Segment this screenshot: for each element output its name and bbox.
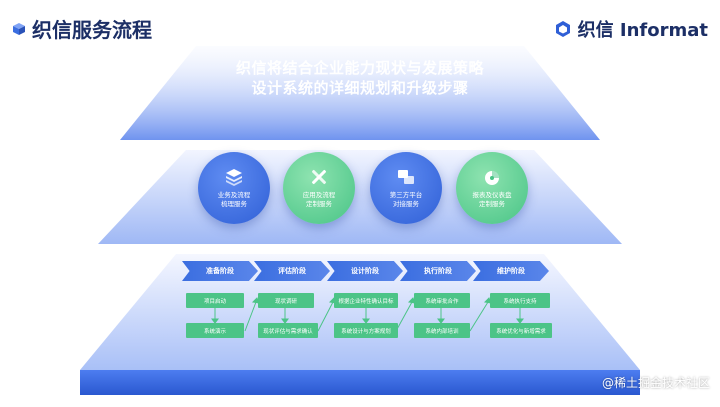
step-execution-support: 系统执行支持 (490, 293, 550, 308)
service-label: 定制服务 (479, 200, 505, 208)
service-third-party: 第三方平台 对接服务 (370, 152, 442, 224)
headline-line2: 设计系统的详细规划和升级步骤 (251, 79, 469, 97)
service-report-dashboard: 报表及仪表盘 定制服务 (456, 152, 528, 224)
phase-maintain: 维护阶段 (473, 261, 549, 281)
brand-logo: 织信 Informat (554, 16, 708, 42)
service-label: 应用及流程 (302, 191, 336, 199)
service-app-process: 应用及流程 定制服务 (283, 152, 355, 224)
headline-line1: 织信将结合企业能力现状与发展策略 (235, 59, 484, 77)
bottom-layer (80, 254, 640, 370)
step-system-design: 系统设计与方案规划 (334, 323, 398, 338)
windows-icon (398, 170, 414, 184)
phase-prepare: 准备阶段 (182, 261, 258, 281)
phase-design: 设计阶段 (327, 261, 403, 281)
dashboard-icon (485, 171, 499, 185)
page-title-text: 织信服务流程 (32, 18, 152, 42)
step-assess-confirm: 现状评估与需求确认 (258, 323, 318, 338)
step-internal-training: 系统内部培训 (414, 323, 470, 338)
step-confirm-goals: 根据企业特性确认目标 (334, 293, 398, 308)
watermark: @稀土掘金技术社区 (601, 376, 710, 390)
cube-icon (13, 22, 25, 35)
service-label: 对接服务 (393, 200, 419, 208)
service-label: 业务及流程 (217, 191, 251, 199)
brand-logo-icon (555, 21, 570, 37)
step-system-demo: 系统演示 (186, 323, 244, 338)
step-optimize-new: 系统优化与新增需求 (490, 323, 552, 338)
service-label: 定制服务 (306, 200, 332, 208)
phase-assess: 评估阶段 (254, 261, 330, 281)
bottom-layer-front (80, 370, 640, 395)
phase-execute: 执行阶段 (400, 261, 476, 281)
step-current-research: 现状调研 (258, 293, 314, 308)
service-label: 梳理服务 (221, 200, 247, 208)
top-layer (120, 46, 600, 140)
layers-icon (226, 169, 242, 186)
tools-icon (311, 169, 327, 185)
step-project-kickoff: 项目启动 (186, 293, 244, 308)
brand-name: 织信 Informat (577, 20, 708, 41)
page-title: 织信服务流程 (12, 14, 152, 43)
step-approval-cooperation: 系统审批合作 (414, 293, 470, 308)
service-label: 报表及仪表盘 (472, 191, 512, 199)
service-label: 第三方平台 (389, 191, 423, 199)
service-business-process: 业务及流程 梳理服务 (198, 152, 270, 224)
